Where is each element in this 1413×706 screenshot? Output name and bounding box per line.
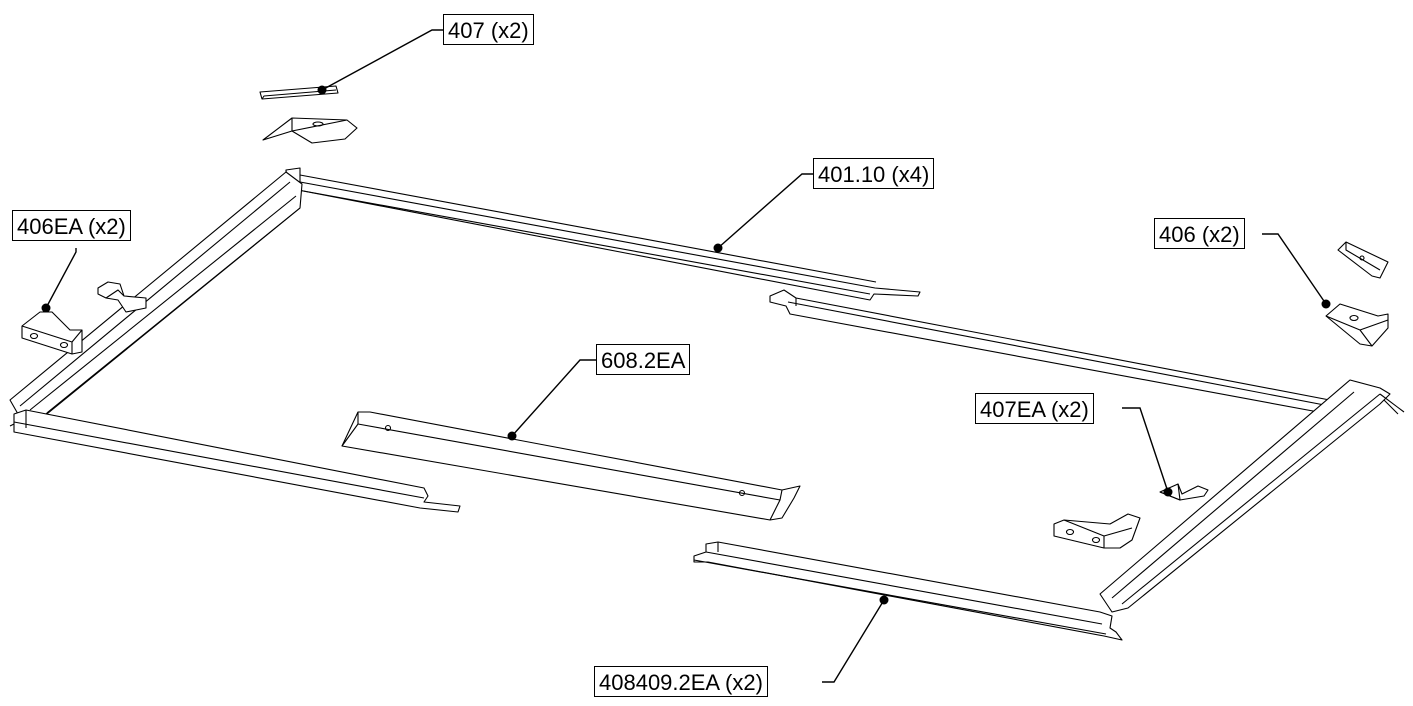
- callout-401-10: 401.10 (x4): [813, 158, 935, 189]
- callout-407: 407 (x2): [443, 14, 534, 45]
- part-608-center-panel: [341, 411, 801, 521]
- callout-406ea: 406EA (x2): [12, 210, 131, 241]
- leader-407: [317, 29, 444, 95]
- callout-608-2ea: 608.2EA: [596, 344, 691, 375]
- leader-608: [507, 359, 596, 441]
- part-407-lower: [262, 117, 358, 144]
- callout-408409-2ea: 408409.2EA (x2): [594, 666, 768, 697]
- part-406-lower: [1325, 303, 1389, 347]
- part-406-upper: [1337, 241, 1389, 279]
- part-406ea-bracket: [21, 311, 83, 355]
- leader-401: [713, 173, 814, 253]
- leader-406ea: [41, 248, 77, 313]
- part-401-left-rail: [9, 171, 303, 419]
- callout-406: 406 (x2): [1154, 218, 1245, 249]
- callout-407ea: 407EA (x2): [975, 393, 1094, 424]
- part-408409-left-rail: [9, 409, 461, 513]
- leader-408409: [822, 595, 889, 683]
- part-408409-bottom-rail: [693, 541, 1123, 641]
- leader-407ea: [1122, 407, 1173, 497]
- leader-406: [1262, 233, 1331, 309]
- part-401-right-side-rail: [1099, 379, 1405, 613]
- part-407ea-bracket-2: [1053, 513, 1141, 549]
- part-406ea-bracket-2: [97, 281, 147, 313]
